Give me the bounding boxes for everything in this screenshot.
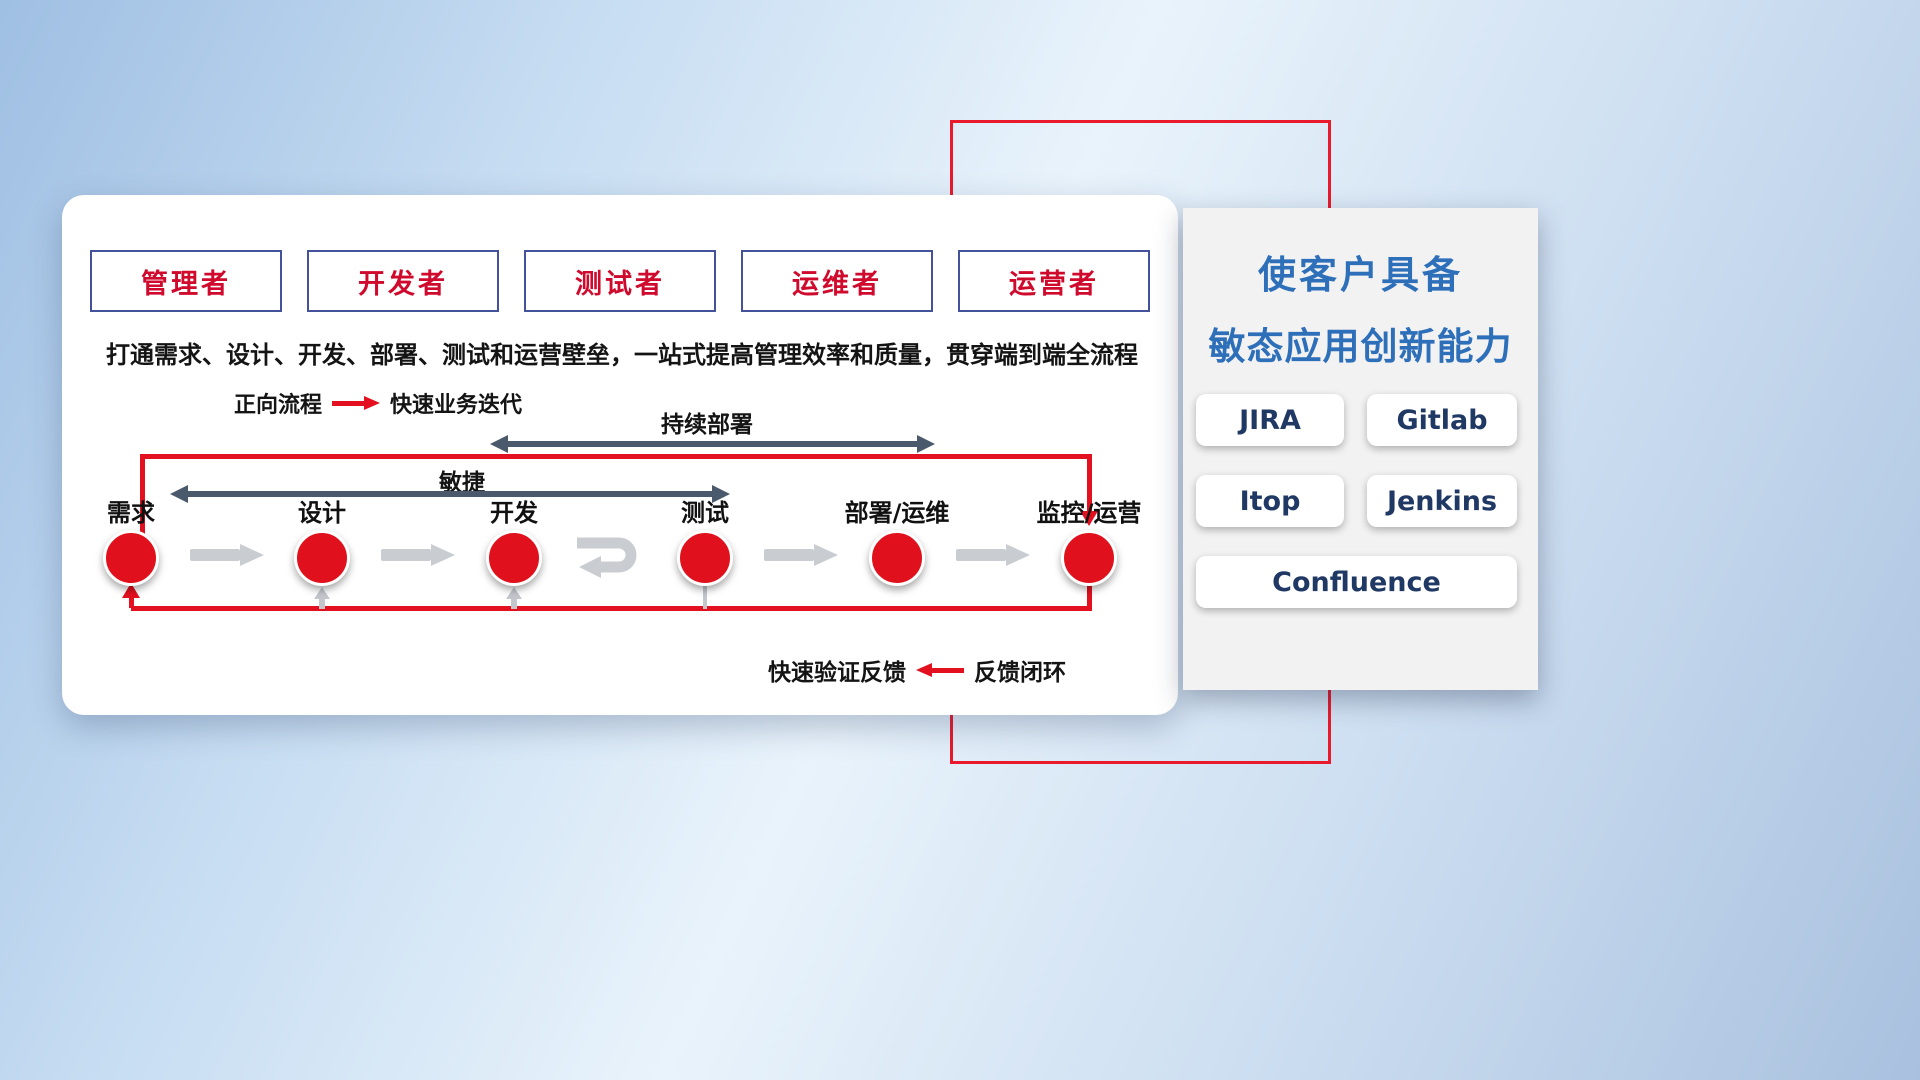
stage-node-monitor-operate: 监控/运营 — [1009, 498, 1169, 586]
role-box-operator: 运营者 — [958, 250, 1150, 312]
stage-label-test: 测试 — [681, 499, 729, 527]
stage-node-requirements: 需求 — [51, 498, 211, 586]
feedback-up-arrow-stem — [319, 598, 325, 609]
arrow-head — [814, 544, 838, 566]
flow-arrow-icon — [381, 544, 455, 566]
stage-node-develop: 开发 — [434, 498, 594, 586]
stage-node-test: 测试 — [625, 498, 785, 586]
capability-title-line1: 使客户具备 — [1257, 253, 1463, 297]
iteration-loop-arrow-icon — [567, 531, 647, 579]
arrow-head-right — [712, 485, 730, 503]
forward-flow-legend: 正向流程 快速业务迭代 — [234, 387, 522, 419]
role-label-developer: 开发者 — [358, 268, 448, 300]
feedback-arrow-icon — [916, 663, 964, 677]
capability-title-line2: 敏态应用创新能力 — [1208, 325, 1513, 368]
stage-circle-requirements — [103, 530, 159, 586]
arrow-line — [190, 549, 240, 561]
stage-circle-deploy-ops — [869, 530, 925, 586]
arrow-head — [240, 544, 264, 566]
stage-node-design: 设计 — [242, 498, 402, 586]
feedback-up-arrow-stem — [511, 598, 517, 609]
description-text: 打通需求、设计、开发、部署、测试和运营壁垒，一站式提高管理效率和质量，贯穿端到端… — [106, 341, 1138, 369]
tool-chip-confluence: Confluence — [1196, 556, 1517, 608]
stage-label-develop: 开发 — [490, 499, 538, 527]
forward-loop-arrow-head-icon — [1080, 511, 1098, 526]
agile-arrow-icon — [170, 485, 730, 503]
stage-node-deploy-ops: 部署/运维 — [817, 498, 977, 586]
forward-loop-right-line — [1087, 454, 1092, 511]
stage-label-monitor-operate: 监控/运营 — [1036, 499, 1142, 527]
feedback-connector-line — [703, 583, 707, 609]
feedback-up-arrow-icon — [506, 587, 522, 599]
feedback-loop-bottom-line — [131, 606, 1089, 611]
tool-chip-gitlab: Gitlab — [1367, 394, 1517, 446]
arrow-line — [502, 441, 923, 447]
arrow-head — [916, 663, 932, 677]
roles-row: 管理者 开发者 测试者 运维者 运营者 — [90, 250, 1150, 312]
role-box-developer: 开发者 — [307, 250, 499, 312]
feedback-loop-arrow-head-icon — [122, 583, 140, 598]
arrow-head-left — [490, 435, 508, 453]
role-label-manager: 管理者 — [141, 268, 231, 300]
role-box-tester: 测试者 — [524, 250, 716, 312]
arrow-head — [431, 544, 455, 566]
forward-flow-label: 正向流程 — [234, 393, 323, 418]
stage-label-requirements: 需求 — [107, 499, 155, 527]
forward-loop-top-line — [140, 454, 1092, 459]
role-box-manager: 管理者 — [90, 250, 282, 312]
stage-circle-design — [294, 530, 350, 586]
feedback-loop-right-line — [1087, 583, 1092, 611]
arrow-head — [1006, 544, 1030, 566]
forward-flow-value: 快速业务迭代 — [390, 393, 523, 418]
tool-chip-jenkins: Jenkins — [1367, 475, 1517, 527]
arrow-line — [930, 668, 964, 673]
arrow-head — [364, 396, 381, 410]
role-label-tester: 测试者 — [575, 268, 665, 300]
arrow-head-right — [917, 435, 935, 453]
flow-arrow-icon — [956, 544, 1030, 566]
stage-circle-develop — [486, 530, 542, 586]
stage-label-design: 设计 — [298, 499, 346, 527]
arrow-line — [956, 549, 1006, 561]
devops-flow-panel: 管理者 开发者 测试者 运维者 运营者 打通需求、设计、开发、部署、测试和运营壁… — [62, 195, 1178, 715]
stage-label-deploy-ops: 部署/运维 — [844, 499, 950, 527]
arrow-line — [764, 549, 814, 561]
flow-arrow-icon — [190, 544, 264, 566]
arrow-line — [381, 549, 431, 561]
stage-circle-monitor-operate — [1061, 530, 1117, 586]
tool-chip-itop: Itop — [1196, 475, 1344, 527]
feedback-up-arrow-icon — [314, 587, 330, 599]
forward-arrow-icon — [332, 396, 381, 410]
role-box-operations: 运维者 — [741, 250, 933, 312]
continuous-deploy-label: 持续部署 — [661, 412, 753, 438]
role-label-operator: 运营者 — [1009, 268, 1099, 300]
feedback-value: 反馈闭环 — [974, 660, 1066, 686]
arrow-head-left — [170, 485, 188, 503]
feedback-label: 快速验证反馈 — [768, 660, 906, 686]
capability-panel: 使客户具备 敏态应用创新能力 JIRA Gitlab Itop Jenkins … — [1183, 208, 1538, 690]
tool-chip-jira: JIRA — [1196, 394, 1344, 446]
flow-arrow-icon — [764, 544, 838, 566]
feedback-loop-left-stem — [129, 596, 134, 608]
arrow-line — [182, 491, 718, 497]
forward-loop-left-line — [140, 454, 145, 547]
arrow-line — [332, 401, 367, 406]
feedback-legend: 快速验证反馈 反馈闭环 — [768, 653, 1066, 687]
stage-circle-test — [677, 530, 733, 586]
role-label-operations: 运维者 — [792, 268, 882, 300]
continuous-deploy-arrow-icon — [490, 435, 935, 453]
